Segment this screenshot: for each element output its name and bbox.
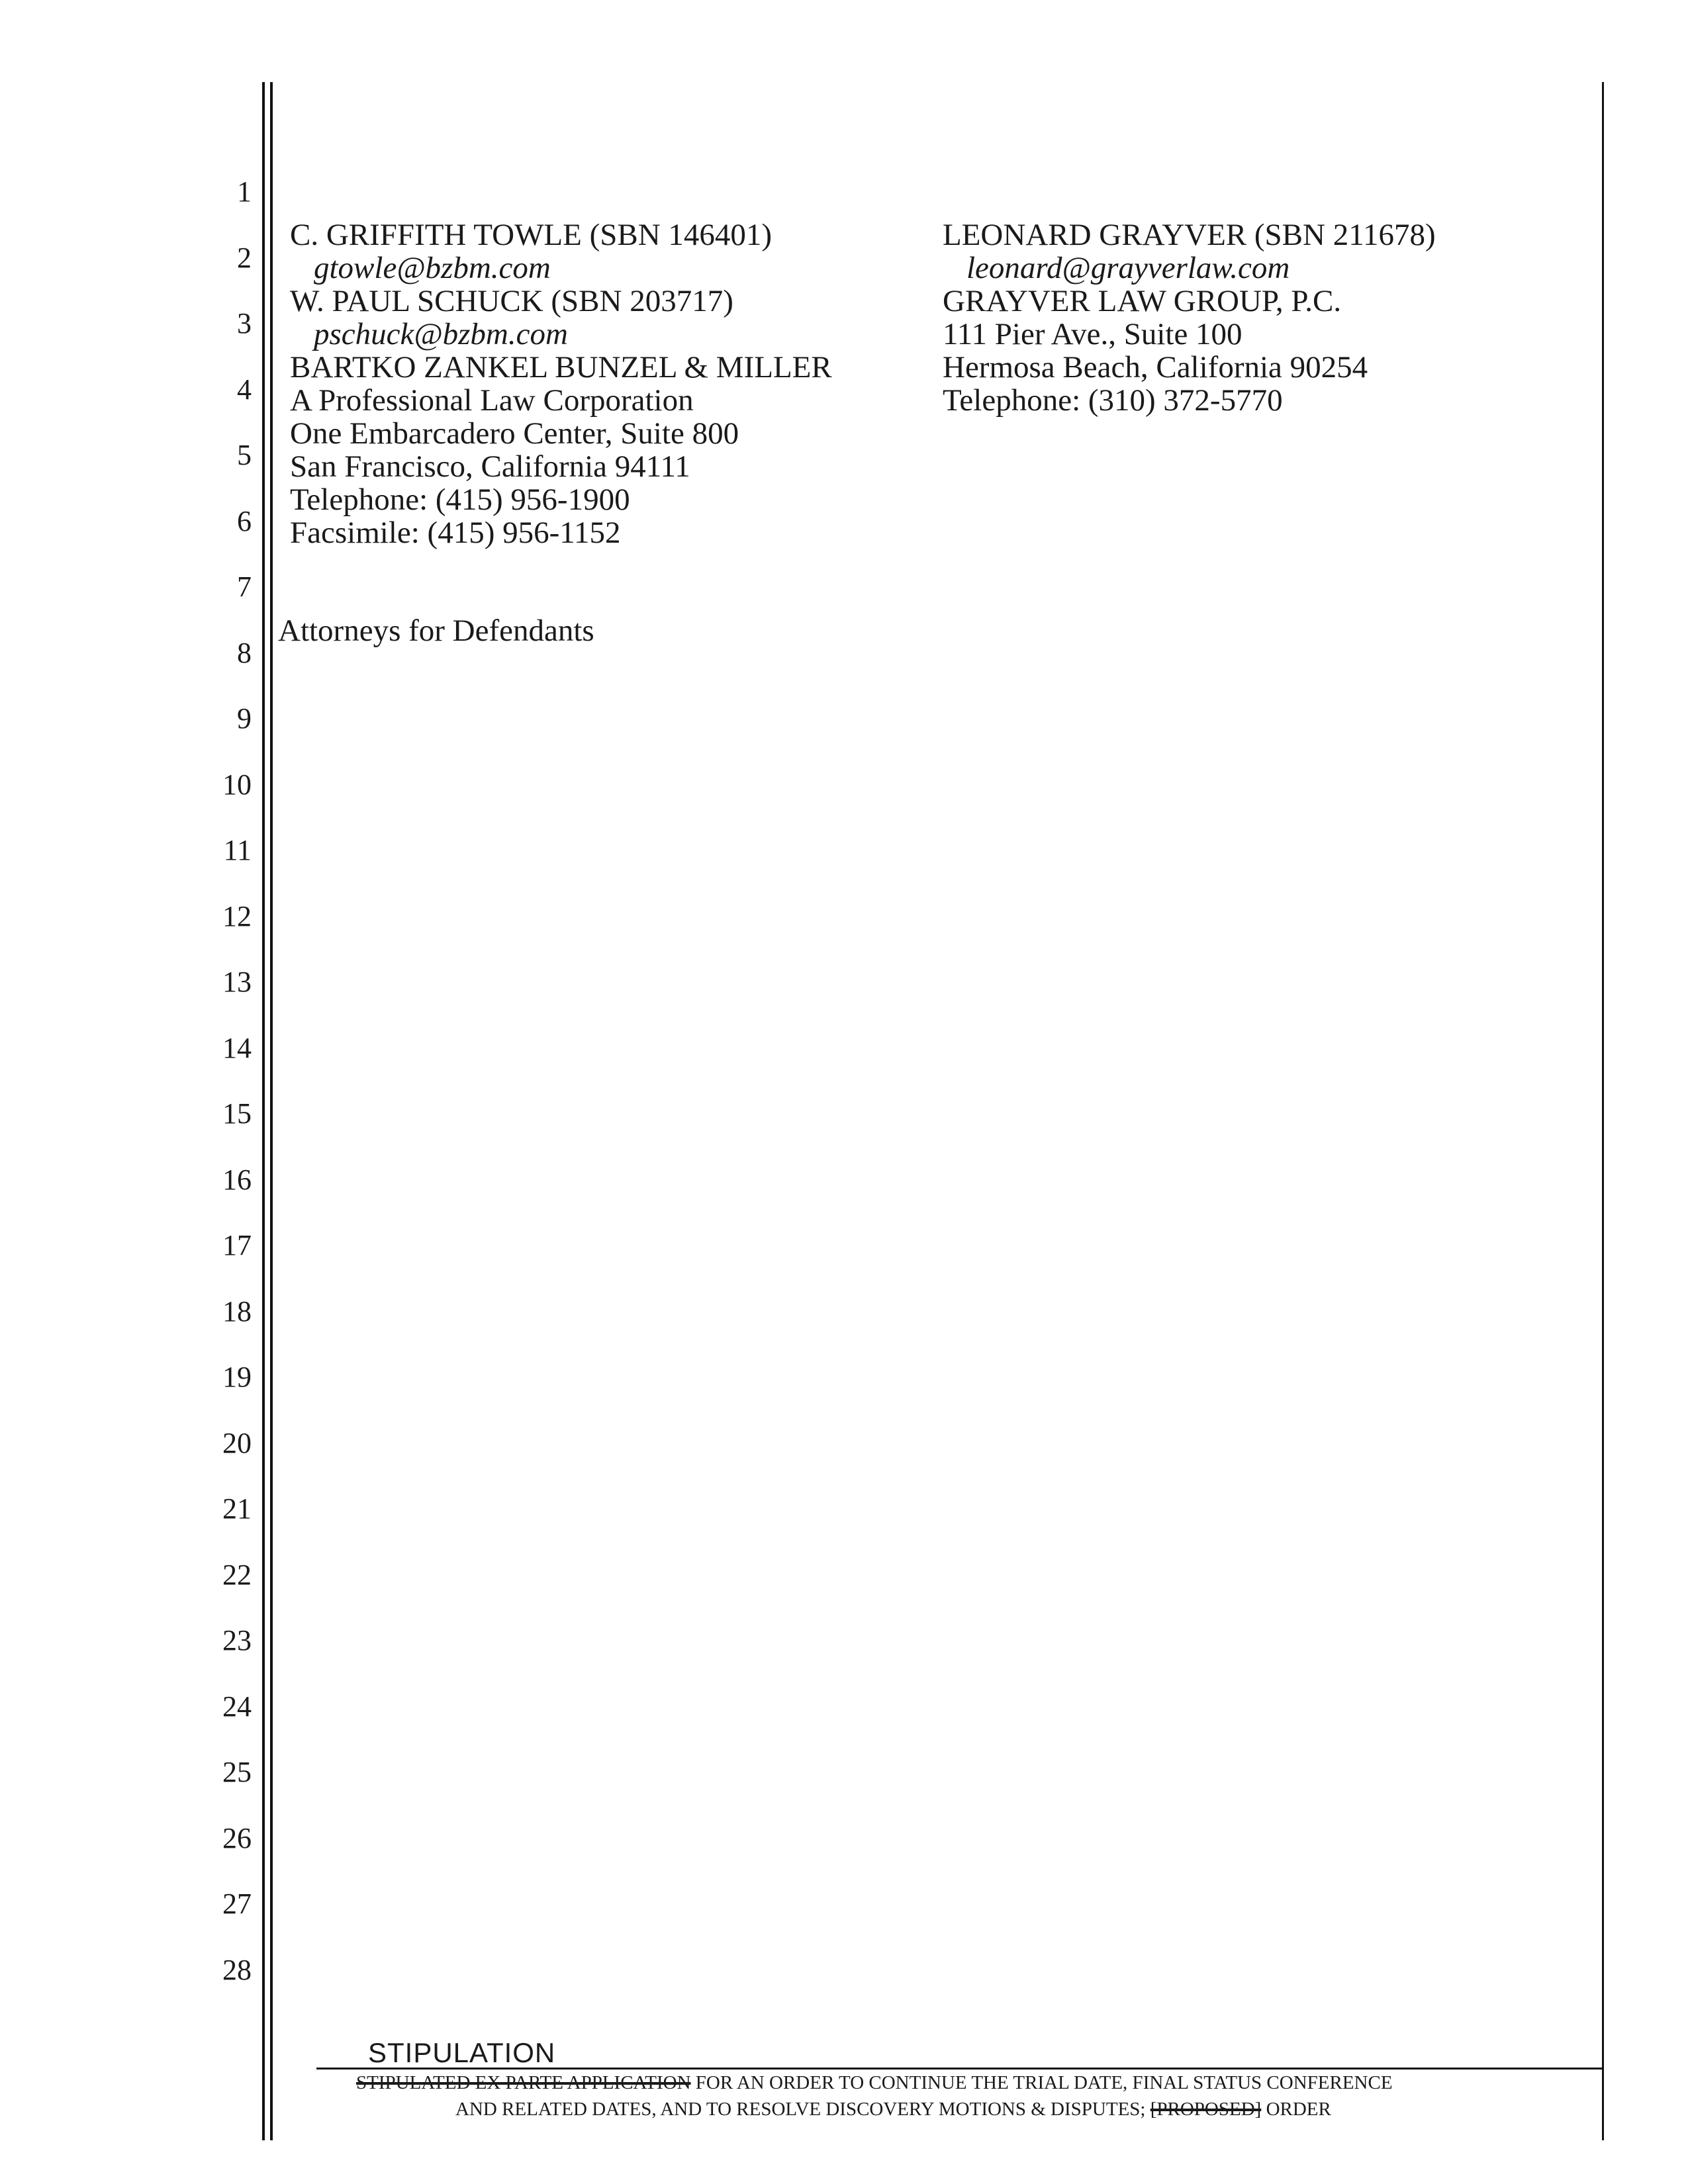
line-number: 28 [222,1953,252,1986]
footer-text: AND RELATED DATES, AND TO RESOLVE DISCOV… [455,2099,1150,2120]
line-number: 12 [222,899,252,933]
line-number: 11 [223,834,252,866]
margin-rule-left [262,82,265,2140]
line-number: 21 [222,1492,252,1525]
line-number: 13 [222,966,252,998]
footer-text: ORDER [1261,2099,1331,2120]
firm-name: GRAYVER LAW GROUP, P.C. [943,284,1342,318]
line-number: 15 [222,1097,252,1130]
attorney-block-left: C. GRIFFITH TOWLE (SBN 146401) gtowle@bz… [290,218,832,549]
attorney-email: pschuck@bzbm.com [314,317,568,351]
line-number: 27 [222,1888,252,1920]
footer-title-line: AND RELATED DATES, AND TO RESOLVE DISCOV… [455,2098,1331,2120]
line-number: 16 [222,1163,252,1196]
line-number: 2 [237,241,252,274]
line-number: 19 [222,1361,252,1393]
line-number: 9 [237,702,252,735]
line-number: 25 [222,1756,252,1788]
attorney-email: leonard@grayverlaw.com [966,251,1290,285]
firm-address: Hermosa Beach, California 90254 [943,350,1368,385]
line-number: 18 [222,1295,252,1328]
line-number: 24 [222,1690,252,1723]
line-number: 8 [237,636,252,669]
line-number: 3 [237,307,252,340]
firm-telephone: Telephone: (415) 956-1900 [290,482,630,517]
footer-struck-text: STIPULATED EX PARTE APPLICATION [356,2072,691,2093]
footer-rule [316,2068,1602,2070]
firm-type: A Professional Law Corporation [290,383,694,418]
line-number: 23 [222,1624,252,1657]
attorney-email: gtowle@bzbm.com [314,251,551,285]
attorney-name: W. PAUL SCHUCK (SBN 203717) [290,284,733,318]
footer-text: FOR AN ORDER TO CONTINUE THE TRIAL DATE,… [690,2072,1393,2093]
line-number: 17 [222,1229,252,1261]
footer-struck-text: [PROPOSED] [1150,2099,1262,2120]
firm-name: BARTKO ZANKEL BUNZEL & MILLER [290,350,832,385]
margin-rule-left [270,82,273,2140]
line-number: 7 [237,570,252,603]
line-number: 5 [237,439,252,471]
footer-title-line: STIPULATED EX PARTE APPLICATION FOR AN O… [356,2071,1393,2094]
firm-facsimile: Facsimile: (415) 956-1152 [290,516,621,550]
line-number: 20 [222,1426,252,1459]
footer-label: STIPULATION [368,2037,556,2068]
line-number: 10 [222,768,252,801]
line-number: 26 [222,1821,252,1854]
line-number: 14 [222,1031,252,1064]
line-number: 1 [237,175,252,208]
line-number: 6 [237,504,252,537]
firm-telephone: Telephone: (310) 372-5770 [943,383,1283,418]
attorneys-for: Attorneys for Defendants [278,614,594,648]
margin-rule-right [1602,82,1604,2140]
attorney-name: LEONARD GRAYVER (SBN 211678) [943,218,1436,252]
attorney-name: C. GRIFFITH TOWLE (SBN 146401) [290,218,773,252]
firm-address: San Francisco, California 94111 [290,449,690,484]
firm-address: 111 Pier Ave., Suite 100 [943,317,1243,351]
attorney-block-right: LEONARD GRAYVER (SBN 211678) leonard@gra… [943,218,1436,417]
firm-address: One Embarcadero Center, Suite 800 [290,416,739,451]
line-number: 4 [237,373,252,406]
line-number: 22 [222,1558,252,1591]
